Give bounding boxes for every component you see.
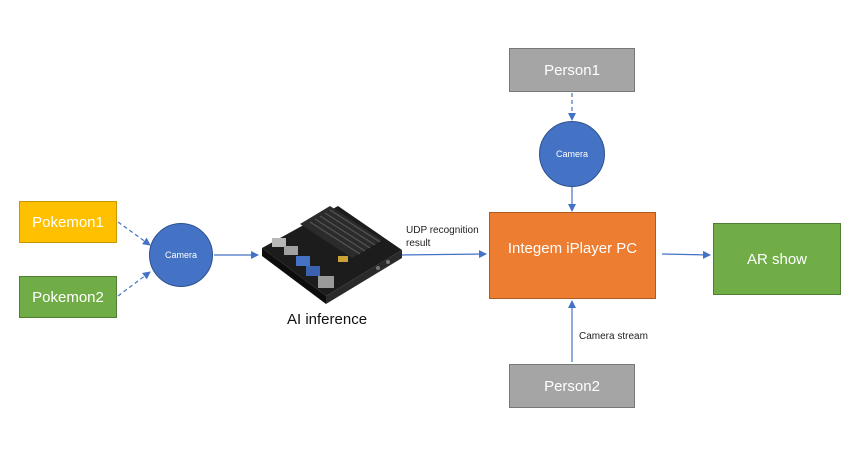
person2-node: Person2 bbox=[509, 364, 635, 408]
udp-label-line1: UDP recognition bbox=[406, 225, 479, 236]
camera-top-label: Camera bbox=[555, 149, 588, 159]
pokemon2-label: Pokemon2 bbox=[32, 288, 104, 306]
arrow-iplayer-to-ar bbox=[661, 250, 711, 259]
ar-show-label: AR show bbox=[746, 250, 808, 268]
ar-show-node: AR show bbox=[713, 223, 841, 295]
person1-node: Person1 bbox=[509, 48, 635, 92]
person1-label: Person1 bbox=[544, 61, 600, 79]
camera-top-node: Camera bbox=[539, 121, 605, 187]
ai-inference-label: AI inference bbox=[287, 311, 368, 328]
pokemon2-node: Pokemon2 bbox=[19, 276, 117, 318]
arrow-ai-to-iplayer bbox=[397, 250, 487, 259]
person2-label: Person2 bbox=[544, 377, 600, 395]
iplayer-label: Integem iPlayer PC bbox=[507, 240, 638, 257]
pokemon1-node: Pokemon1 bbox=[19, 201, 117, 243]
camera-stream-label: Camera stream bbox=[579, 331, 648, 342]
arrow-pokemon2-to-camera bbox=[117, 271, 151, 297]
pokemon1-label: Pokemon1 bbox=[32, 213, 104, 231]
iplayer-node: Integem iPlayer PC bbox=[489, 212, 656, 299]
arrow-pokemon1-to-camera bbox=[117, 221, 151, 246]
camera-left-node: Camera bbox=[149, 223, 213, 287]
ai-board-image bbox=[262, 206, 402, 304]
camera-left-label: Camera bbox=[164, 250, 197, 260]
udp-label-line2: result bbox=[406, 238, 431, 249]
